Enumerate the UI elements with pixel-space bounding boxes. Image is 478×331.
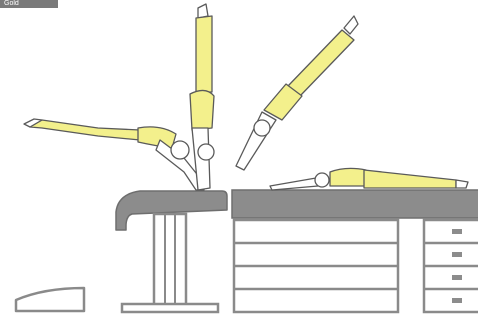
gymnast-landing-on-mat bbox=[270, 168, 468, 190]
stacked-box-drawers bbox=[424, 220, 478, 312]
vaulting-table bbox=[116, 191, 227, 312]
springboard bbox=[16, 288, 84, 311]
gymnast-horizontal-approach bbox=[24, 119, 204, 190]
gymnast-handstand bbox=[190, 4, 214, 190]
gymnast-diagonal-push-off bbox=[236, 16, 358, 170]
